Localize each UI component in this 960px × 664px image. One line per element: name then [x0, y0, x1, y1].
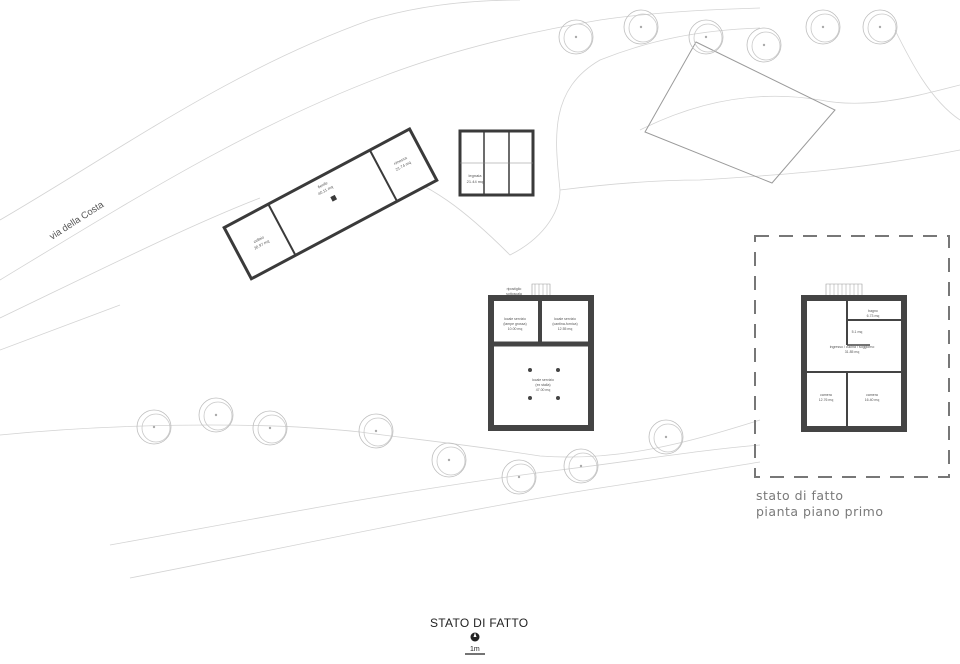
- scale-bar: [465, 653, 485, 655]
- room-servizio-a-sub: (lampe grossa): [503, 322, 526, 326]
- north-arrow-icon: [470, 632, 480, 642]
- room-servizio-a-name: locale servizio: [504, 317, 526, 321]
- room-legnaia-name: legnaia: [469, 173, 483, 178]
- room-servizio-a-area: 10.00 mq: [508, 327, 523, 331]
- room-servizio-b-name: locale servizio: [554, 317, 576, 321]
- bath-name: bagno: [868, 309, 878, 313]
- living-area: 31.85 mq: [845, 350, 860, 354]
- main-house-first: bagno 6.73 mq 5.1 mq ingresso / cucina /…: [801, 283, 907, 432]
- inset-caption-line-1: stato di fatto: [756, 488, 844, 503]
- bedroom-b-name: camera: [866, 393, 878, 397]
- outbuilding-small: legnaia 21.44 mq: [458, 129, 535, 197]
- stair-label-2: sottoscala: [506, 292, 522, 296]
- room-fienile-name: fienile: [317, 180, 329, 190]
- room-cellaio-name: cellaio: [252, 234, 265, 244]
- scale-label: 1m: [470, 646, 480, 653]
- bedroom-b-area: 16.40 mq: [865, 398, 880, 402]
- inset-caption-line-2: pianta piano primo: [756, 504, 884, 519]
- room-servizio-c-name: locale servizio: [532, 378, 554, 382]
- room-servizio-b-area: 12.55 mq: [558, 327, 573, 331]
- field-boundary: [644, 41, 836, 184]
- wc-area: 5.1 mq: [852, 330, 863, 334]
- room-legnaia-area: 21.44 mq: [467, 179, 484, 184]
- living-name: ingresso / cucina / soggiorno: [830, 345, 875, 349]
- main-house-ground: ripostiglio sottoscala locale servizio (…: [488, 283, 594, 431]
- room-servizio-c-area: 47.00 mq: [536, 388, 551, 392]
- outbuilding-left: cellaio 20.97 mq fienile 40.11 mq rimess…: [222, 126, 439, 281]
- bedroom-a-name: camera: [820, 393, 832, 397]
- room-servizio-b-sub: (cantina-fornica): [552, 322, 577, 326]
- room-rimessa-name: rimessa: [393, 155, 408, 166]
- bedroom-a-area: 12.76 mq: [819, 398, 834, 402]
- bath-area: 6.73 mq: [867, 314, 880, 318]
- inset-frame: [754, 235, 950, 478]
- terrain-lines: [0, 0, 960, 579]
- drawing-title: STATO DI FATTO: [430, 616, 529, 630]
- room-servizio-c-sub: (ex stalla): [535, 383, 550, 387]
- stair-label: ripostiglio: [507, 287, 522, 291]
